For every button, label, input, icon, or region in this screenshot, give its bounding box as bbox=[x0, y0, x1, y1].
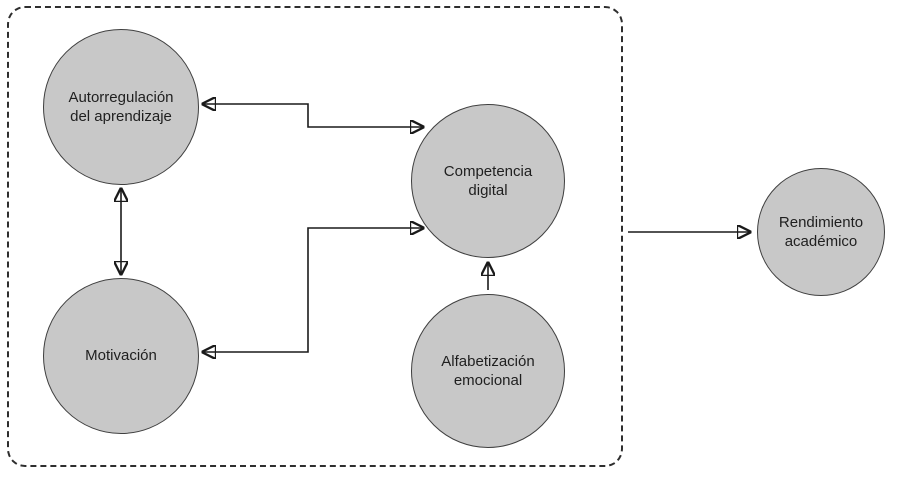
node-rendimiento-academico: Rendimiento académico bbox=[757, 168, 885, 296]
node-autorregulacion: Autorregulación del aprendizaje bbox=[43, 29, 199, 185]
node-autorregulacion-label: Autorregulación del aprendizaje bbox=[68, 88, 174, 126]
node-competencia-digital: Competencia digital bbox=[411, 104, 565, 258]
dashed-group-boundary bbox=[7, 6, 623, 467]
node-competencia-digital-label: Competencia digital bbox=[443, 162, 533, 200]
node-motivacion-label: Motivación bbox=[85, 347, 157, 365]
node-alfabetizacion-emocional-label: Alfabetización emocional bbox=[441, 352, 535, 390]
node-motivacion: Motivación bbox=[43, 278, 199, 434]
node-alfabetizacion-emocional: Alfabetización emocional bbox=[411, 294, 565, 448]
node-rendimiento-academico-label: Rendimiento académico bbox=[778, 213, 864, 251]
